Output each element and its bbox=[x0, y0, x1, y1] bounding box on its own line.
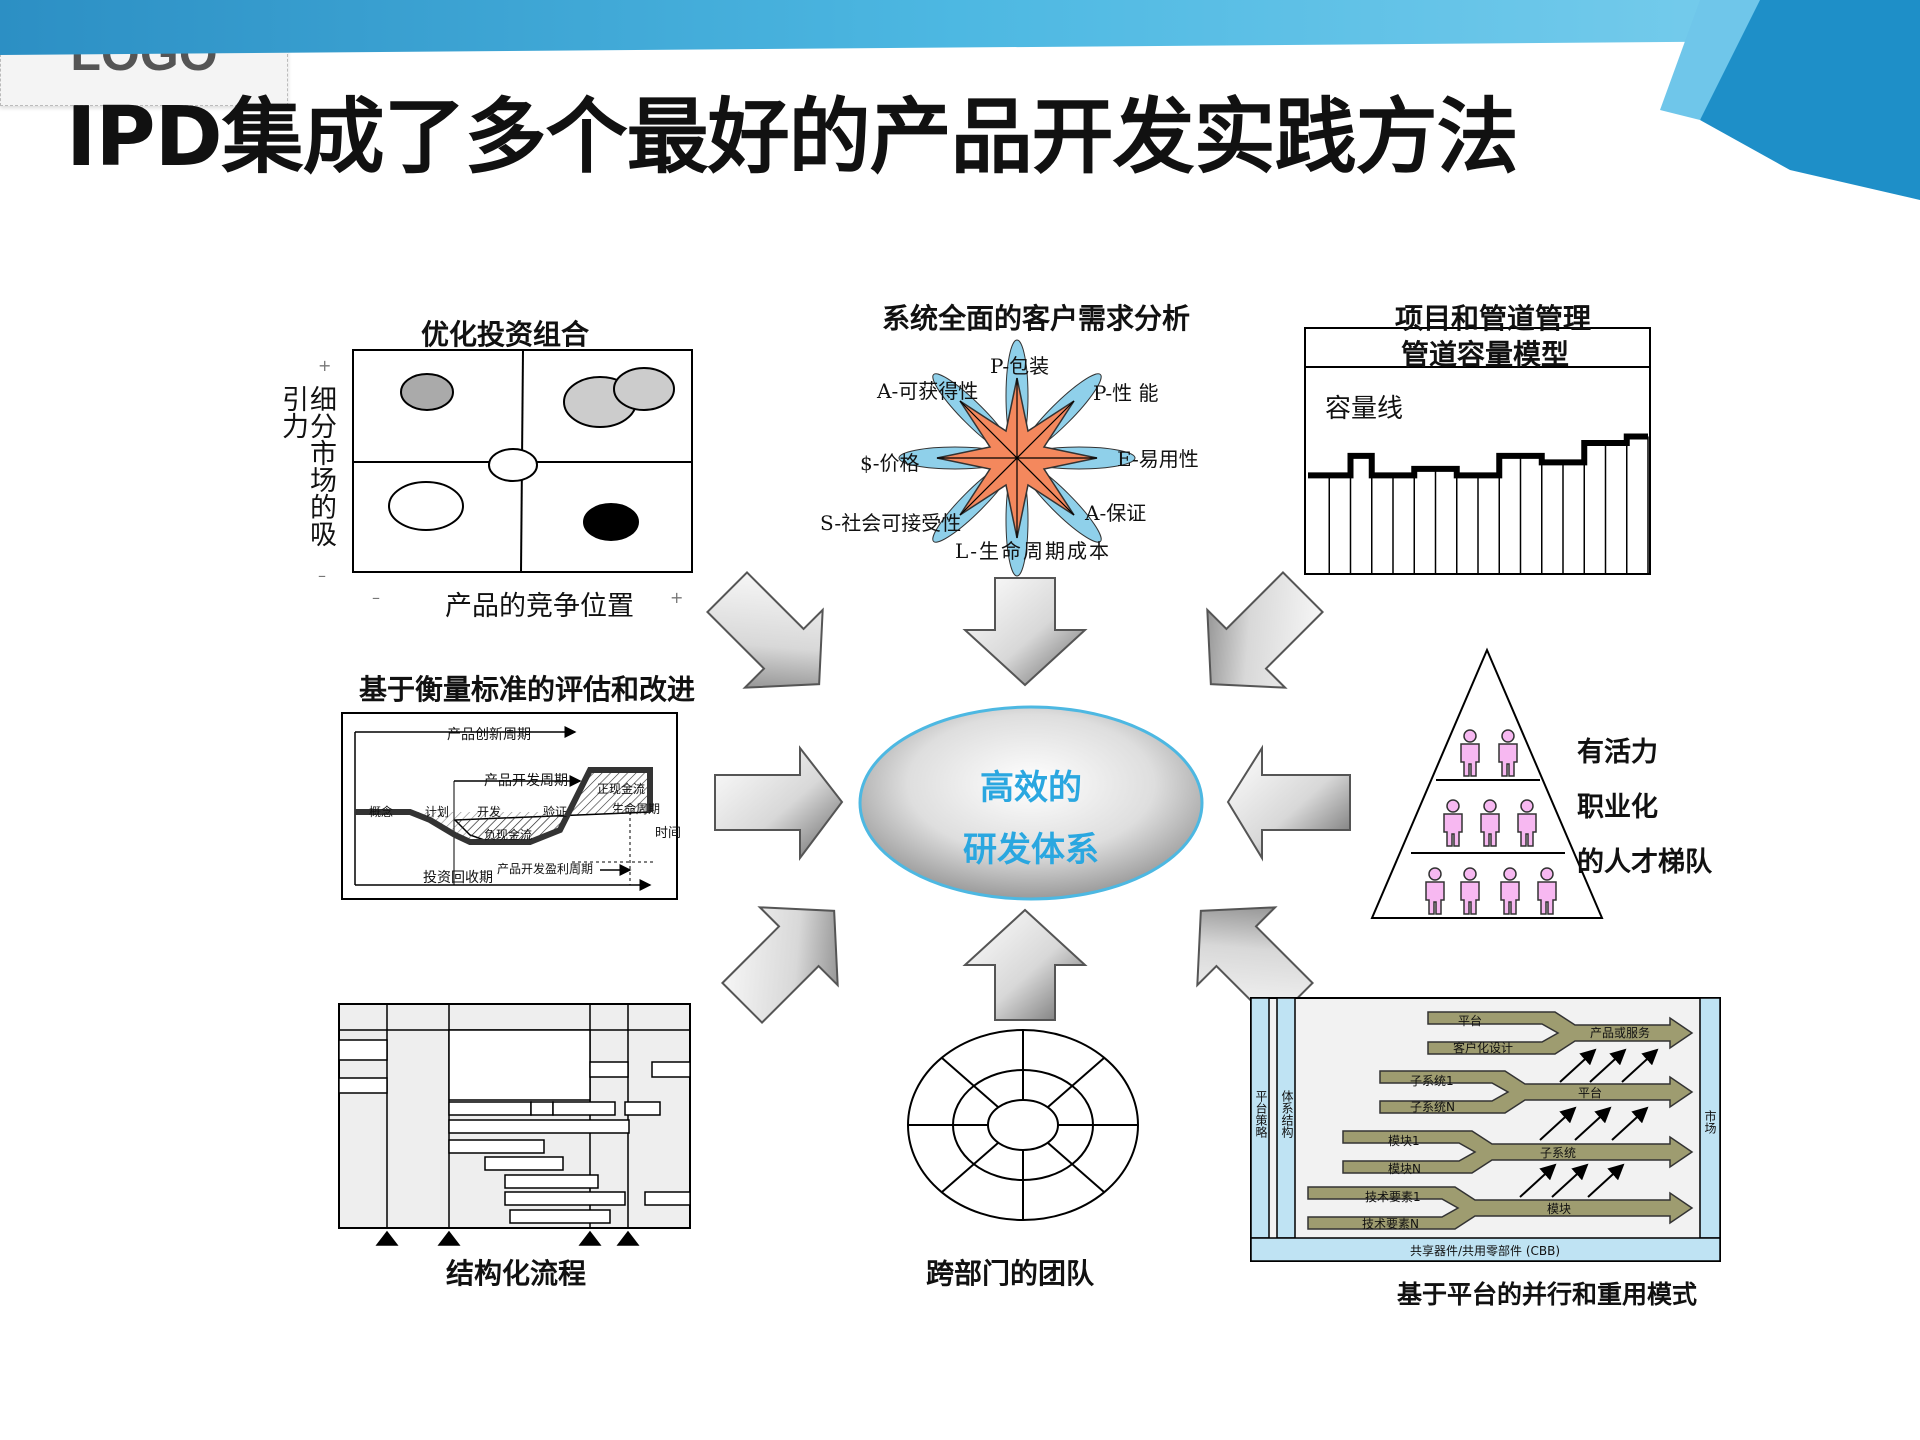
metric-dev: 产品开发周期 bbox=[484, 773, 568, 789]
platform-label-modn: 模块N bbox=[1388, 1162, 1421, 1176]
metrics-title: 基于衡量标准的评估和改进 bbox=[358, 673, 696, 706]
portfolio-title: 优化投资组合 bbox=[420, 318, 590, 351]
talent-line-1: 有活力 bbox=[1577, 737, 1658, 768]
capacity-label: 容量线 bbox=[1325, 394, 1404, 424]
need-lifecycle: L-生命周期成本 bbox=[955, 539, 1112, 563]
platform-label-module: 模块 bbox=[1547, 1202, 1572, 1216]
pipeline-title: 项目和管道管理 bbox=[1394, 302, 1592, 335]
need-availability: A-可获得性 bbox=[877, 379, 979, 403]
capacity-line bbox=[1308, 433, 1648, 479]
portfolio-plus-y: + bbox=[318, 356, 332, 375]
platform-architecture: 体系结构 bbox=[1280, 1090, 1294, 1138]
bubble bbox=[400, 373, 454, 411]
platform-label-custom: 客户化设计 bbox=[1453, 1041, 1514, 1055]
portfolio-minus-x: – bbox=[372, 588, 380, 607]
platform-label-tech1: 技术要素1 bbox=[1365, 1190, 1421, 1204]
team-title: 跨部门的团队 bbox=[925, 1257, 1095, 1290]
metric-phase-lifecycle: 生命周期 bbox=[612, 802, 661, 816]
bubble bbox=[488, 448, 538, 482]
portfolio-plus-x: + bbox=[670, 588, 684, 607]
platform-label-techn: 技术要素N bbox=[1362, 1217, 1419, 1231]
platform-label-mod1: 模块1 bbox=[1388, 1134, 1420, 1148]
metric-phase-develop: 开发 bbox=[477, 805, 502, 819]
metric-profit-cycle: 产品开发盈利周期 bbox=[497, 862, 594, 876]
talent-pyramid bbox=[1370, 647, 1604, 919]
portfolio-y-axis: 细分市场的吸引力 bbox=[277, 385, 336, 547]
metric-payback: 投资回收期 bbox=[423, 870, 493, 886]
pipeline-chart bbox=[1304, 327, 1651, 575]
portfolio-matrix bbox=[352, 349, 693, 573]
platform-label-platform: 平台 bbox=[1458, 1014, 1483, 1028]
platform-strategy: 平台策略 bbox=[1254, 1090, 1268, 1138]
platform-label-product: 产品或服务 bbox=[1590, 1026, 1651, 1040]
talent-line-2: 职业化 bbox=[1577, 792, 1658, 823]
metrics-chart bbox=[341, 712, 678, 900]
metric-phase-concept: 概念 bbox=[369, 805, 394, 819]
center-label-2: 研发体系 bbox=[963, 830, 1099, 870]
platform-cbb: 共享器件/共用零部件 (CBB) bbox=[1410, 1244, 1561, 1258]
metric-phase-verify: 验证 bbox=[543, 805, 568, 819]
arrow-right bbox=[1226, 744, 1351, 862]
platform-label-platform2: 平台 bbox=[1578, 1086, 1603, 1100]
arrow-bottom-left bbox=[721, 906, 839, 1024]
needs-star bbox=[898, 339, 1136, 577]
need-assurance: A-保证 bbox=[1085, 501, 1147, 525]
need-packaging: P-包装 bbox=[990, 354, 1050, 378]
talent-line-3: 的人才梯队 bbox=[1577, 847, 1712, 878]
need-price: $-价格 bbox=[860, 451, 920, 475]
platform-title: 基于平台的并行和重用模式 bbox=[1396, 1280, 1698, 1309]
metric-phase-plan: 计划 bbox=[425, 805, 450, 819]
pipeline-subtitle: 管道容量模型 bbox=[1400, 338, 1570, 371]
metric-loss: 负现金流 bbox=[484, 828, 533, 842]
needs-title: 系统全面的客户需求分析 bbox=[881, 302, 1191, 335]
need-social: S-社会可接受性 bbox=[820, 511, 962, 535]
portfolio-x-axis: 产品的竞争位置 bbox=[445, 591, 634, 622]
metric-time: 时间 bbox=[655, 826, 682, 841]
team-wheel bbox=[907, 1029, 1139, 1221]
process-title: 结构化流程 bbox=[445, 1257, 587, 1290]
header-banner bbox=[0, 0, 1920, 200]
bubble bbox=[388, 481, 464, 531]
arrow-top-left bbox=[706, 571, 824, 689]
arrow-bottom bbox=[962, 908, 1088, 1021]
center-ellipse bbox=[858, 705, 1204, 901]
platform-label-sub1: 子系统1 bbox=[1410, 1074, 1454, 1088]
page-title: IPD集成了多个最好的产品开发实践方法 bbox=[66, 90, 1519, 185]
bubble bbox=[583, 503, 639, 541]
process-chart bbox=[338, 1003, 691, 1246]
metric-innovation: 产品创新周期 bbox=[447, 727, 531, 743]
arrow-bottom-right bbox=[1196, 906, 1314, 1024]
platform-market: 市场 bbox=[1703, 1110, 1717, 1134]
arrow-top bbox=[962, 577, 1088, 687]
platform-label-subsystem: 子系统 bbox=[1540, 1146, 1577, 1160]
portfolio-minus-y: – bbox=[318, 566, 326, 585]
center-label-1: 高效的 bbox=[980, 768, 1082, 808]
arrows-group bbox=[706, 571, 1351, 1024]
need-performance: P-性 能 bbox=[1093, 381, 1159, 405]
arrow-top-right bbox=[1206, 571, 1324, 689]
platform-chart bbox=[1250, 997, 1721, 1262]
metric-profit: 正现金流 bbox=[597, 782, 646, 796]
bubble bbox=[613, 367, 675, 411]
platform-label-subn: 子系统N bbox=[1410, 1100, 1455, 1114]
need-ease: E-易用性 bbox=[1117, 447, 1199, 471]
arrow-left bbox=[714, 745, 844, 861]
pipeline-bars bbox=[1328, 436, 1649, 574]
